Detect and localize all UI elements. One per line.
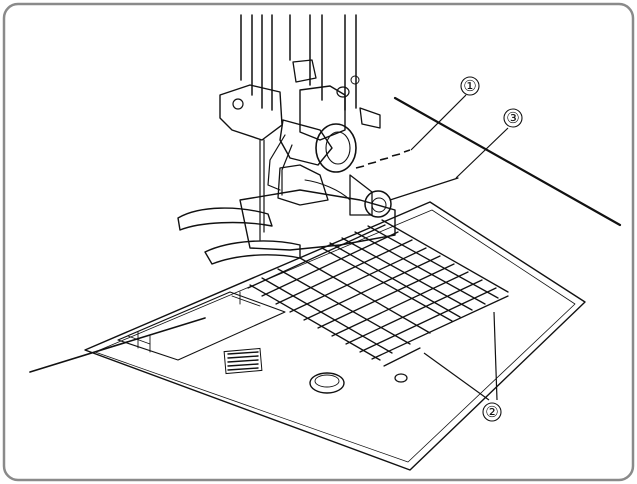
leader-2a [423, 352, 490, 401]
callout-3-label: ③ [506, 109, 519, 127]
presser-foot [177, 164, 396, 265]
callout-2-label: ② [485, 403, 498, 421]
plate-screw [394, 373, 408, 383]
callout-1-label: ① [463, 77, 476, 95]
stitch-line [355, 149, 411, 169]
seam-guide-grid [247, 219, 509, 367]
leader-1 [410, 94, 467, 151]
fabric-edge-left [29, 317, 206, 373]
callout-1: ① [460, 76, 480, 96]
plate-inner-outline [94, 209, 576, 463]
needle-plate [84, 201, 586, 471]
fabric-edge-lines [29, 96, 622, 373]
plate-cutout [117, 291, 286, 361]
needle [259, 139, 265, 241]
leader-2b [493, 311, 498, 401]
fabric-fold-edge [389, 177, 459, 201]
leader-lines [410, 94, 509, 401]
leader-3 [455, 127, 509, 179]
plate-outline [84, 201, 586, 471]
bobbin-cover-hole [309, 372, 345, 394]
needle-shank [219, 14, 381, 196]
callout-3: ③ [503, 108, 523, 128]
feed-dog [223, 347, 263, 375]
fabric-edge-right [393, 96, 622, 227]
callout-2: ② [482, 402, 502, 422]
